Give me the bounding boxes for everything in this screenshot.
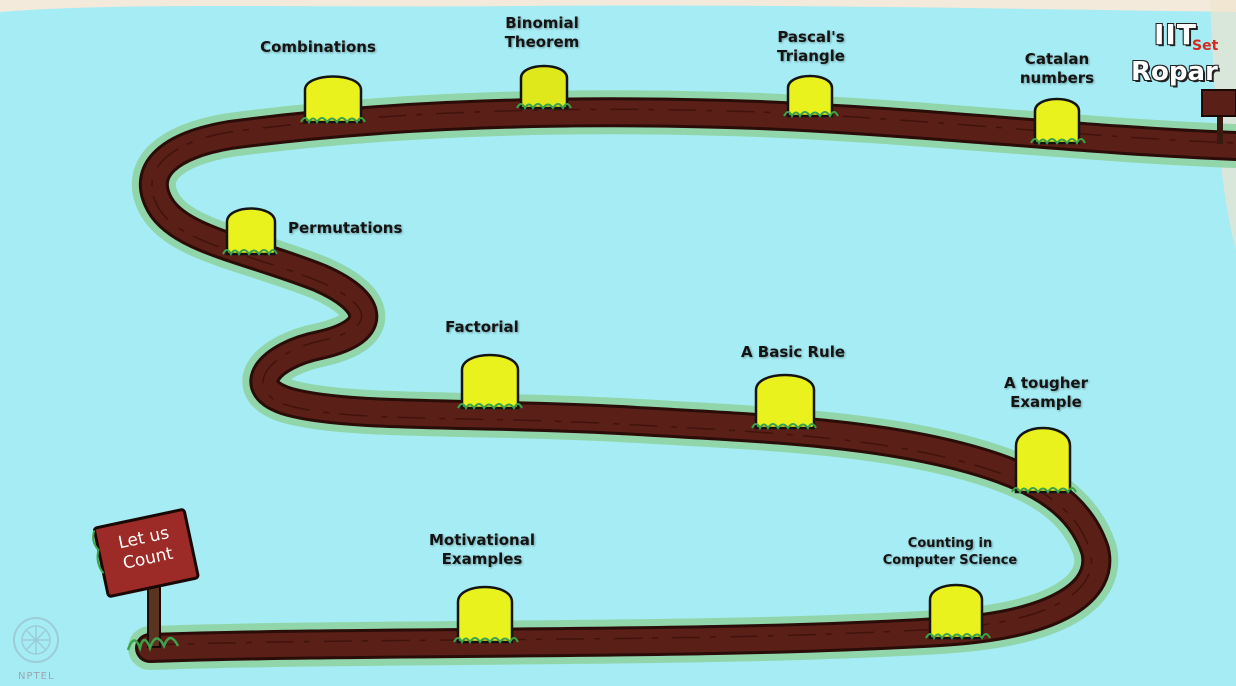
nptel-emblem (13, 617, 59, 663)
milestone-combinations[interactable] (300, 75, 366, 125)
milestone-stone (928, 583, 984, 640)
label-permutations: Permutations (288, 219, 403, 237)
milestone-counting-in-computer-science[interactable] (925, 583, 991, 641)
label-pascals-triangle: Pascal's Triangle (777, 28, 845, 65)
milestone-pascals-triangle[interactable] (783, 74, 839, 119)
label-a-tougher-example: A tougher Example (1004, 374, 1088, 411)
start-signpost[interactable] (91, 508, 200, 653)
milestone-grass (1011, 487, 1077, 495)
label-factorial: Factorial (445, 318, 519, 336)
milestone-stone (303, 75, 363, 124)
end-sign-post (1217, 108, 1223, 144)
milestone-stone (1033, 97, 1081, 145)
end-signpost (1201, 89, 1236, 144)
road (138, 100, 1236, 660)
label-counting-in-computer-science: Counting in Computer SCience (882, 536, 1018, 568)
milestone-stone (754, 373, 816, 430)
logo-set: Set (1192, 38, 1219, 54)
label-binomial-theorem: Binomial Theorem (504, 14, 580, 51)
milestone-binomial-theorem[interactable] (516, 64, 572, 111)
milestone-stone (225, 207, 277, 256)
milestone-grass (783, 111, 839, 119)
milestone-grass (222, 249, 278, 257)
label-catalan-numbers: Catalan numbers (1019, 50, 1095, 87)
milestone-catalan-numbers[interactable] (1030, 97, 1086, 146)
milestone-grass (453, 637, 519, 645)
milestone-a-basic-rule[interactable] (751, 373, 817, 431)
logo-ropar: Ropar (1131, 57, 1218, 87)
milestone-stone (519, 64, 569, 110)
milestone-grass (751, 423, 817, 431)
end-sign-board (1201, 89, 1236, 117)
label-combinations: Combinations (260, 38, 376, 56)
milestone-factorial[interactable] (457, 353, 523, 411)
milestone-stone (786, 74, 834, 118)
milestone-permutations[interactable] (222, 207, 278, 257)
milestone-grass (1030, 138, 1086, 146)
milestone-grass (925, 633, 991, 641)
milestone-grass (300, 117, 366, 125)
milestone-stone (456, 585, 514, 644)
milestone-a-tougher-example[interactable] (1011, 426, 1077, 495)
milestone-stone (460, 353, 520, 410)
start-sign-board (92, 508, 200, 598)
milestone-grass (457, 403, 523, 411)
water-area (0, 5, 1236, 686)
logo-iit: IIT (1154, 18, 1197, 51)
milestone-stone (1014, 426, 1072, 494)
road-texture (149, 108, 1236, 646)
label-a-basic-rule: A Basic Rule (740, 343, 846, 361)
milestone-grass (516, 103, 572, 111)
label-motivational-examples: Motivational Examples (428, 531, 536, 568)
nptel-watermark: NPTEL (18, 671, 55, 682)
start-sign-grass (126, 636, 180, 653)
milestone-motivational-examples[interactable] (453, 585, 519, 645)
